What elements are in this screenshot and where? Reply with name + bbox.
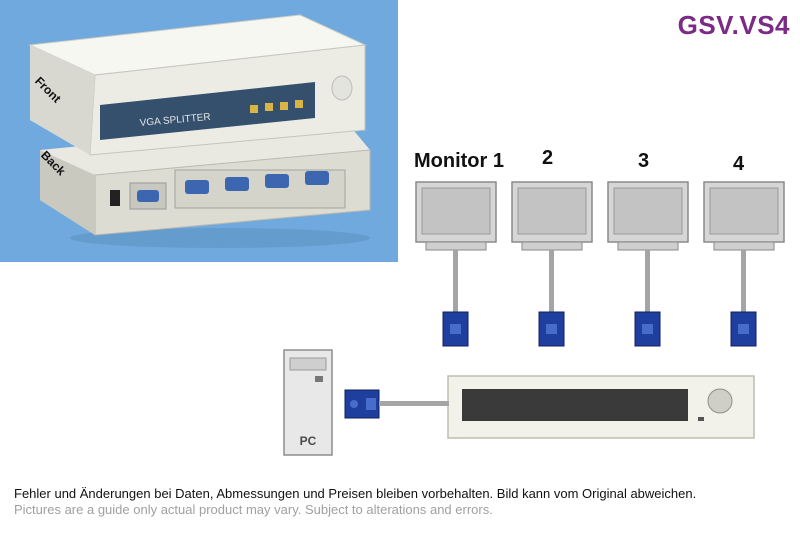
monitor-3-label: 3 xyxy=(638,150,650,172)
splitter-device-illustration: VGA SPLITTER xyxy=(28,14,371,248)
connection-diagram: PC xyxy=(283,181,785,456)
disclaimer-german: Fehler und Änderungen bei Daten, Abmessu… xyxy=(14,486,697,501)
monitor-4 xyxy=(703,181,785,347)
monitor-4-label: 4 xyxy=(733,153,745,175)
pc-cable xyxy=(344,389,449,419)
splitter-unit xyxy=(447,375,755,439)
model-number: GSV.VS4 xyxy=(677,10,790,40)
monitor-1 xyxy=(415,181,497,347)
pc-tower-icon: PC xyxy=(283,349,333,456)
pc-label: PC xyxy=(300,434,317,448)
product-photo: VGA SPLITTER Front Back xyxy=(0,0,398,262)
monitor-3 xyxy=(607,181,689,347)
monitor-1-label: Monitor 1 xyxy=(414,150,504,172)
footer-disclaimer: Fehler und Änderungen bei Daten, Abmessu… xyxy=(14,486,794,518)
monitor-2 xyxy=(511,181,593,347)
disclaimer-english: Pictures are a guide only actual product… xyxy=(14,502,493,517)
monitor-2-label: 2 xyxy=(542,147,554,169)
